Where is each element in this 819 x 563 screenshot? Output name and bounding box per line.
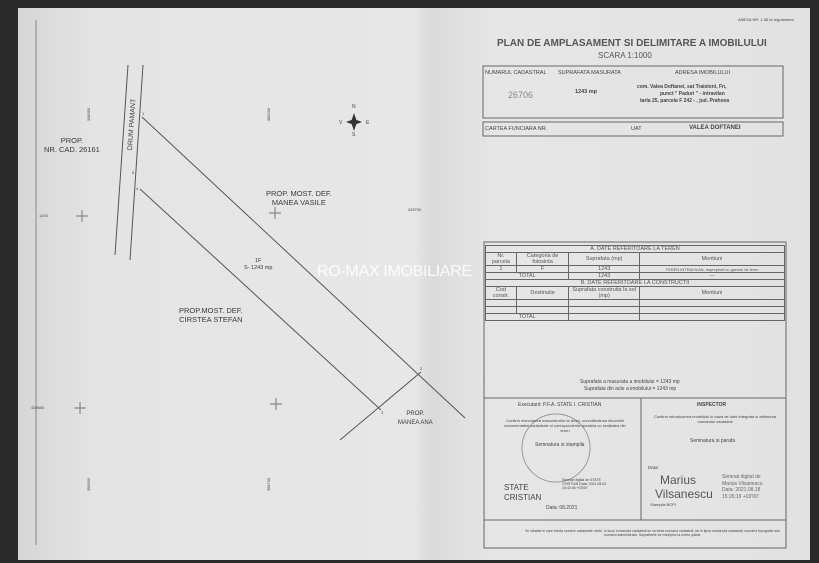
prop-south: PROP.MOST. DEF.CIRSTEA STEFAN — [179, 306, 243, 324]
compass-w: V — [339, 120, 343, 126]
point-label: 1 — [142, 111, 145, 116]
annex-label: ANEXA NR. 1.36 la regulament — [738, 17, 794, 22]
road-edge — [129, 64, 144, 261]
address-line: com. Valea Doftanei, sat Traisteni, Fn, — [637, 84, 727, 90]
act-surface-note: Suprafata din acte a imobilului = 1243 m… — [584, 386, 677, 392]
executant-text: Confirm executarea masuratorilor la tere… — [504, 418, 626, 433]
coord-label: 433650 — [31, 405, 45, 410]
parcel-boundary — [139, 188, 382, 411]
uat-label: UAT — [631, 126, 642, 132]
road-edge — [114, 64, 129, 256]
parcel-boundary — [141, 116, 466, 419]
coord-label: 1200 — [39, 213, 48, 218]
watermark: RO-MAX IMOBILIARE — [317, 263, 472, 280]
measured-surface-note: Suprafata a masurata a imobilului = 1243… — [580, 379, 680, 385]
grid-crosses — [74, 207, 282, 414]
point-label: 5 — [132, 170, 135, 175]
inspector-text: Confirm introducerea imobilului in baza … — [653, 414, 777, 424]
executant-name: CRISTIAN — [504, 493, 542, 502]
inspector-sign-label: Semnatura si parafa — [690, 438, 736, 444]
executant-digital-signature: Semnat digital de STATE CRISTIAN Data: 2… — [562, 478, 607, 490]
compass-n: N — [352, 104, 356, 110]
address-line: punct " Paduri " - intravilan — [660, 91, 725, 97]
address-line: tarla 25, parcela F 242 - , jud. Prahova — [640, 98, 730, 104]
point-label: 2 — [420, 366, 423, 371]
footnote: *In situatia in care exista numere cadas… — [524, 529, 781, 537]
inspector-date-label: Data: — [648, 465, 659, 470]
parcel-boundary — [339, 371, 422, 441]
inspector-stamp-label: Stampila BCPI — [650, 502, 677, 507]
coord-label: 358700 — [266, 477, 272, 492]
col-address: ADRESA IMOBILULUI — [675, 70, 731, 76]
inspector-name: Marius — [660, 473, 697, 487]
section-a-table: A. DATE REFERITOARE LA TEREN Nr. parcela… — [484, 245, 785, 321]
compass-e: E — [366, 120, 370, 126]
compass-s: S — [352, 132, 356, 138]
col-cadastral: NUMARUL CADASTRAL — [485, 70, 547, 76]
coord-label: 433700 — [408, 207, 422, 212]
inspector-name: Vilsanescu — [655, 487, 713, 501]
uat-value: VALEA DOFTANEI — [689, 125, 741, 131]
document-title: PLAN DE AMPLASAMENT SI DELIMITARE A IMOB… — [497, 38, 767, 49]
executant-sign-label: Semnatura si stampila — [535, 442, 585, 448]
cf-label: CARTEA FUNCIARA NR. — [485, 126, 548, 132]
prop-north: PROP. MOST. DEF.MANEA VASILE — [266, 189, 332, 207]
executant-date: Data: 08.2021 — [546, 505, 578, 511]
prop-east: PROP.MANEA ANA — [398, 411, 433, 426]
compass-icon — [346, 113, 362, 131]
inspector-title: INSPECTOR — [697, 402, 727, 408]
cadastral-number: 26706 — [508, 90, 534, 100]
measured-surface: 1243 mp — [575, 89, 598, 95]
coord-label: 358200 — [266, 107, 272, 122]
point-label: 3 — [381, 410, 384, 415]
document-scale: SCARA 1:1000 — [598, 51, 652, 60]
executant-title: Executant: P.F.A. STATE I. CRISTIAN — [518, 402, 602, 408]
point-label: 4 — [136, 186, 139, 191]
coord-label: 358950 — [86, 477, 92, 492]
stamp-icon — [521, 413, 591, 483]
col-surface: SUPRAFATA MASURATA — [558, 70, 621, 76]
prop-left: PROP.NR. CAD. 26161 — [44, 136, 100, 154]
coord-label: 338950 — [86, 107, 92, 122]
executant-name: STATE — [504, 483, 529, 492]
